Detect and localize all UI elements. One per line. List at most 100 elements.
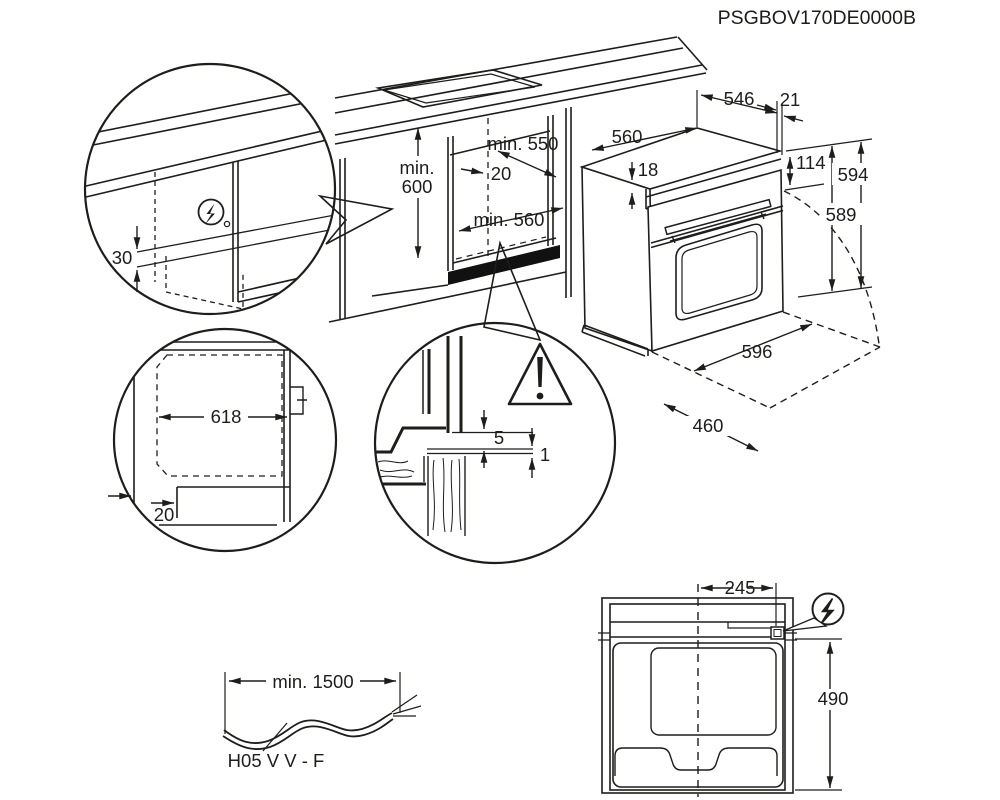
hob-cutout-inner bbox=[383, 73, 536, 104]
wood-grain-horizontal bbox=[376, 460, 415, 479]
dim-30: 30 bbox=[112, 247, 133, 268]
cable-slot-upper-line bbox=[136, 214, 335, 253]
dim-618: 618 bbox=[211, 406, 242, 427]
plinth-section bbox=[159, 486, 290, 526]
dim-min-600-line1: min. bbox=[400, 157, 435, 178]
hob-cutout-outer bbox=[375, 69, 543, 108]
cabinet-front-wall bbox=[283, 350, 291, 522]
power-cable-drawing bbox=[222, 672, 422, 752]
front-vent-band bbox=[614, 747, 778, 776]
dim-min-560: min. 560 bbox=[474, 209, 545, 230]
cabinet-base-line bbox=[371, 284, 449, 297]
cabinet-right-side bbox=[565, 107, 572, 298]
detail-circle-electrical: 30 bbox=[83, 62, 395, 316]
dim-min-550: min. 550 bbox=[488, 133, 559, 154]
worktop-section bbox=[114, 341, 336, 351]
dim-min-1500: min. 1500 bbox=[272, 671, 353, 692]
shelf-front-shadow bbox=[448, 245, 560, 285]
cable-lower-line bbox=[222, 718, 394, 750]
connection-dot bbox=[223, 220, 231, 228]
connection-box-inner bbox=[773, 629, 782, 637]
fixing-bracket bbox=[290, 386, 307, 415]
worktop-top-front-edge bbox=[334, 47, 684, 114]
oven-dimensions bbox=[591, 90, 874, 452]
dim-line-596 bbox=[693, 323, 813, 372]
wood-panel-section bbox=[427, 456, 466, 536]
door-window-outer bbox=[675, 223, 763, 321]
cable-label-leader bbox=[262, 722, 288, 752]
door-open-floor-projection bbox=[651, 311, 881, 409]
oven-plinth bbox=[581, 324, 649, 357]
top-panel-inner bbox=[650, 647, 777, 736]
connection-pointer-wedge bbox=[782, 617, 828, 632]
dim-line-560 bbox=[591, 127, 698, 151]
dim-114: 114 bbox=[796, 152, 826, 173]
connection-box bbox=[770, 626, 785, 640]
niche-top-edge bbox=[449, 130, 551, 156]
dim-18: 18 bbox=[638, 159, 659, 180]
magnifier-circle bbox=[112, 327, 338, 553]
dim-min-600-line2: 600 bbox=[402, 176, 433, 197]
detail-pointer-wedge bbox=[317, 194, 395, 245]
door-handle bbox=[664, 198, 772, 236]
shelf-dashed-edge bbox=[455, 236, 547, 260]
shelf-top-edge bbox=[452, 237, 557, 264]
front-gap-lines bbox=[427, 448, 533, 455]
detail-pointer-wedge bbox=[483, 240, 542, 342]
dim-490: 490 bbox=[818, 688, 849, 709]
lightning-icon bbox=[197, 198, 225, 226]
kitchen-cabinet-drawing bbox=[328, 36, 708, 323]
dim-460: 460 bbox=[693, 415, 724, 436]
warning-exclamation-bar bbox=[537, 357, 543, 387]
warning-triangle-icon bbox=[507, 342, 573, 406]
cabinet-divider-left bbox=[339, 158, 346, 319]
dim-arrow-21-left bbox=[756, 103, 777, 111]
wood-grain-vertical bbox=[432, 457, 462, 533]
dim-245: 245 bbox=[725, 577, 756, 598]
door-swing-arc bbox=[783, 190, 880, 345]
worktop-front-edge-upper bbox=[334, 64, 703, 136]
worktop-cut-edge bbox=[677, 36, 708, 71]
dim-560: 560 bbox=[612, 126, 643, 147]
dim-1: 1 bbox=[540, 444, 550, 465]
dim-side-20: 20 bbox=[154, 504, 175, 525]
side-wall-ticks bbox=[598, 632, 797, 641]
worktop-back-edge bbox=[334, 36, 678, 99]
dim-arrow-20 bbox=[460, 167, 484, 175]
dim-596: 596 bbox=[742, 341, 773, 362]
cable-type-label: H05 V V - F bbox=[228, 750, 325, 771]
cabinet-panel-section bbox=[446, 336, 463, 433]
dim-line-min-560 bbox=[458, 207, 564, 232]
handle-feet bbox=[671, 211, 765, 244]
detail-circle-side-view: 618 20 bbox=[108, 327, 338, 553]
magnifier-circle bbox=[373, 321, 617, 565]
niche-left-wall bbox=[447, 136, 454, 271]
worktop-front-edge-lower bbox=[334, 72, 707, 145]
handle-shadow-line bbox=[669, 213, 767, 242]
rear-channel bbox=[610, 621, 785, 638]
connection-channel-step bbox=[727, 622, 771, 629]
door-window-inner bbox=[681, 230, 758, 315]
dim-niche-20: 20 bbox=[491, 163, 512, 184]
dim-589: 589 bbox=[826, 204, 857, 225]
oven-side-face bbox=[581, 165, 653, 353]
oven-outline-dashed bbox=[156, 354, 283, 477]
oven-top-view bbox=[598, 583, 854, 797]
floor-edge-line bbox=[328, 271, 567, 323]
detail-circle-gap: 5 1 bbox=[373, 240, 617, 565]
document-code: PSGBOV170DE0000B bbox=[718, 7, 916, 29]
lightning-bolt-glyph bbox=[205, 203, 215, 225]
warning-exclamation-dot bbox=[536, 392, 544, 400]
dim-line-min-550 bbox=[497, 150, 557, 178]
cable-wire-ends bbox=[391, 694, 422, 717]
cable-slot-lower-line bbox=[136, 228, 335, 268]
dim-594: 594 bbox=[838, 164, 869, 185]
magnifier-circle bbox=[83, 62, 337, 316]
worktop-profile bbox=[375, 426, 446, 454]
dim-546: 546 bbox=[724, 88, 755, 109]
dim-arrow-21-right bbox=[783, 115, 804, 123]
niche-dimensions bbox=[396, 127, 564, 259]
dim-5: 5 bbox=[494, 427, 504, 448]
